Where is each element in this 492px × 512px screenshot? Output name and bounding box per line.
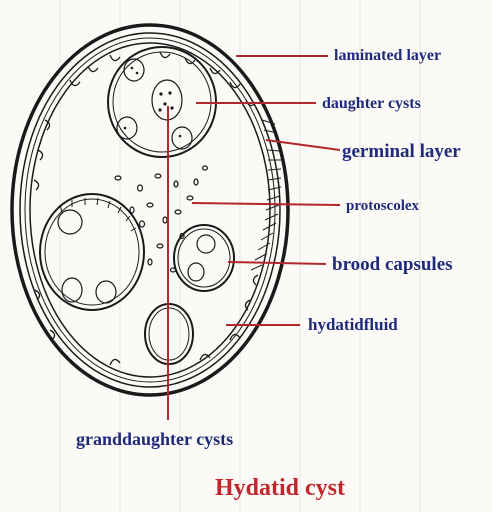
label-protoscolex: protoscolex [346, 198, 420, 214]
leader-protoscolex [192, 203, 340, 205]
label-laminated-layer: laminated layer [334, 47, 441, 64]
leader-germinal-layer [266, 140, 340, 150]
diagram-title: Hydatid cyst [215, 475, 345, 501]
label-granddaughter-cysts: granddaughter cysts [76, 429, 233, 449]
cyst-wall [12, 25, 288, 395]
germinal-loops [34, 52, 258, 365]
label-hydatidfluid: hydatidfluid [308, 315, 398, 334]
daughter-cyst-right [174, 225, 234, 291]
label-germinal-layer: germinal layer [342, 141, 461, 162]
label-daughter-cysts: daughter cysts [322, 95, 421, 112]
daughter-cyst-left [40, 194, 144, 310]
label-brood-capsules: brood capsules [332, 254, 453, 275]
leader-brood-capsules [228, 262, 326, 264]
